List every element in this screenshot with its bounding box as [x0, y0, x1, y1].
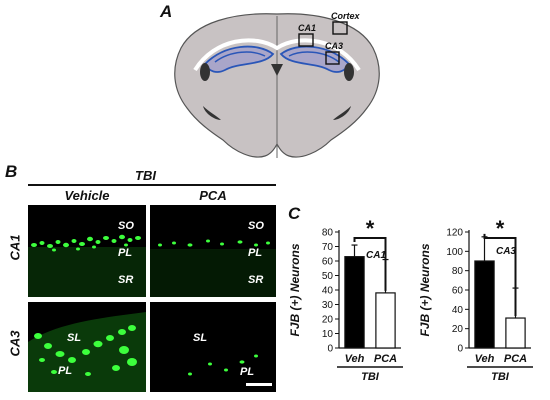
ventral-ventricle-left — [203, 106, 221, 120]
y-tick-label: 20 — [322, 315, 334, 326]
y-tick-label: 10 — [322, 329, 334, 340]
y-tick-label: 60 — [322, 257, 334, 268]
column-label-pca: PCA — [199, 188, 227, 203]
ca1-schematic-label: CA1 — [298, 23, 316, 33]
y-tick-label: 40 — [322, 286, 334, 297]
layer-label-sl: SL — [67, 332, 82, 344]
bar-pca — [505, 317, 526, 349]
row-label-ca3: CA3 — [7, 330, 23, 357]
layer-label-pl: PL — [240, 366, 255, 378]
cortex-schematic-label: Cortex — [331, 11, 361, 21]
y-tick-label: 120 — [446, 228, 463, 239]
layer-label-so: SO — [248, 220, 264, 232]
cortex-box — [332, 21, 348, 35]
y-tick-label: 50 — [322, 271, 334, 282]
y-tick-label: 80 — [452, 266, 464, 277]
group-label: TBI — [361, 371, 380, 383]
y-axis-label: FJB (+) Neurons — [288, 243, 302, 336]
layer-label-so: SO — [118, 220, 134, 232]
scale-bar — [246, 383, 272, 386]
subregion-label: CA1 — [366, 250, 386, 261]
stained-neurons — [31, 234, 141, 252]
ca3-schematic-label: CA3 — [325, 41, 343, 51]
third-ventricle — [271, 64, 283, 76]
group-label: TBI — [491, 371, 510, 383]
layer-label-pl: PL — [118, 247, 133, 259]
lateral-ventricle-right — [344, 63, 354, 81]
y-tick-label: 30 — [322, 300, 334, 311]
significance-bracket — [483, 233, 517, 317]
micrograph-ca1-pca — [150, 205, 276, 297]
category-label-veh: Veh — [345, 353, 365, 365]
layer-label-sl: SL — [193, 332, 208, 344]
panel-c-letter: C — [288, 204, 301, 223]
layer-label-sr: SR — [118, 274, 134, 286]
bar-veh — [474, 260, 495, 349]
category-label-pca: PCA — [504, 353, 527, 365]
y-axis-label: FJB (+) Neurons — [418, 243, 432, 336]
significance-marker: * — [496, 216, 505, 241]
layer-label-pl: PL — [248, 247, 263, 259]
y-tick-label: 0 — [457, 344, 463, 355]
layer-label-pl: PL — [58, 365, 73, 377]
y-tick-label: 40 — [452, 305, 464, 316]
significance-bracket — [353, 237, 387, 291]
stained-neurons — [158, 239, 270, 247]
y-tick-label: 80 — [322, 228, 334, 239]
ca1-box — [298, 33, 314, 47]
bar-pca — [375, 292, 396, 349]
lateral-ventricle-left — [200, 63, 210, 81]
stained-neurons — [34, 325, 137, 376]
category-label-pca: PCA — [374, 353, 397, 365]
tbi-group-label: TBI — [135, 168, 156, 183]
category-label-veh: Veh — [475, 353, 495, 365]
panel-b-letter: B — [5, 162, 18, 181]
hippocampus-left-inner — [214, 51, 266, 63]
y-tick-label: 70 — [322, 242, 334, 253]
micrograph-ca3-vehicle — [28, 302, 146, 392]
y-tick-label: 60 — [452, 286, 464, 297]
micrograph-ca3-pca — [150, 302, 276, 392]
layer-label-sr: SR — [248, 274, 264, 286]
bar-veh — [344, 256, 365, 349]
ca3-box — [325, 51, 340, 65]
significance-marker: * — [366, 216, 375, 241]
tbi-group-line — [28, 184, 276, 186]
row-label-ca1: CA1 — [7, 234, 23, 261]
column-label-vehicle: Vehicle — [64, 188, 110, 203]
y-tick-label: 100 — [446, 247, 463, 258]
hippocampus-right-inner — [288, 51, 340, 63]
subregion-label: CA3 — [496, 246, 516, 257]
panel-a-letter: A — [160, 2, 173, 21]
stained-neurons — [188, 354, 258, 376]
y-tick-label: 20 — [452, 324, 464, 335]
corpus-callosum — [193, 38, 361, 72]
micrograph-ca1-vehicle — [28, 205, 146, 297]
y-tick-label: 0 — [327, 344, 333, 355]
brain-coronal-schematic: CA1 Cortex CA3 — [174, 11, 380, 158]
ventral-ventricle-right — [333, 106, 351, 120]
